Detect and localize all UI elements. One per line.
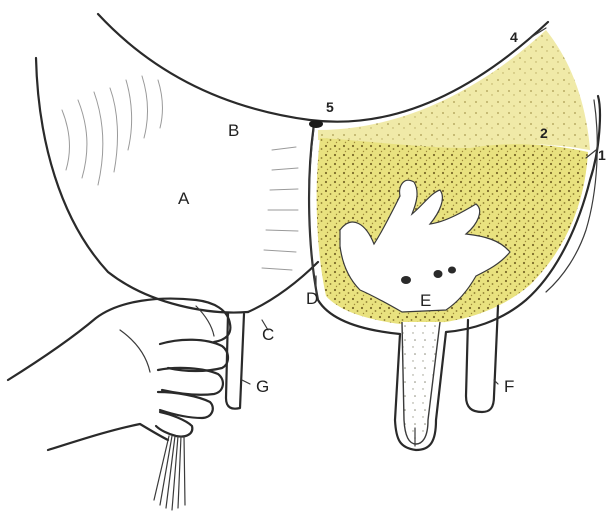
label-4: 4 [510,29,518,45]
milk-stream-illustration [154,436,185,510]
label-5: 5 [326,99,334,115]
duct-opening [401,276,411,284]
label-2: 2 [540,125,548,141]
label-G: G [256,377,269,396]
duct-opening [448,267,456,274]
hand-illustration [8,299,230,450]
label-D: D [306,289,318,308]
label-E: E [420,291,431,310]
junction-marker [309,120,323,128]
label-F: F [504,377,514,396]
label-B: B [228,121,239,140]
label-A: A [178,189,190,208]
cross-section [309,30,600,450]
teat-F [466,306,498,412]
label-C: C [262,325,274,344]
duct-opening [434,270,443,278]
label-1: 1 [598,147,606,163]
teat-cistern [402,322,440,444]
